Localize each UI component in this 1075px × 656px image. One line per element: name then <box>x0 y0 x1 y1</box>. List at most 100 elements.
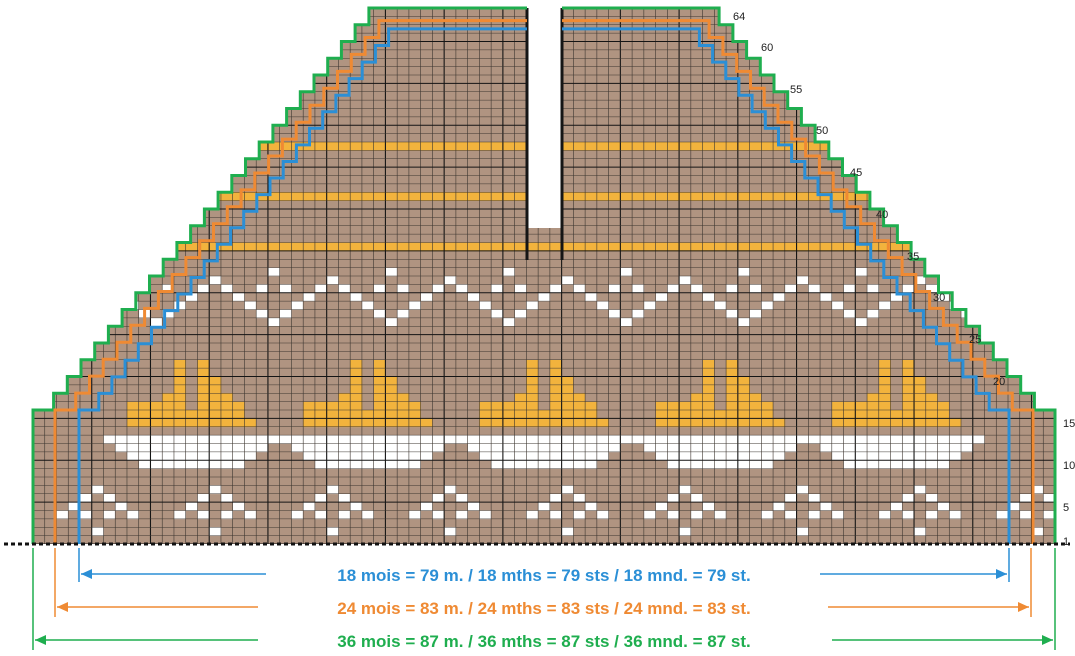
row-label-25: 25 <box>969 334 981 346</box>
stitch-cell <box>831 301 844 310</box>
stitch-cell <box>444 192 457 201</box>
stitch-cell <box>326 418 339 428</box>
stitch-cell <box>643 242 656 252</box>
stitch-cell <box>197 384 210 394</box>
stitch-cell <box>949 510 962 520</box>
stitch-cell <box>749 309 762 319</box>
stitch-cell <box>596 242 609 252</box>
stitch-cell <box>397 435 410 444</box>
stitch-cell <box>314 493 327 503</box>
stitch-cell <box>350 435 363 444</box>
stitch-cell <box>549 368 562 377</box>
stitch-cell <box>303 242 316 252</box>
stitch-cell <box>726 368 739 377</box>
stitch-cell <box>902 435 915 444</box>
stitch-cell <box>726 460 739 469</box>
stitch-cell <box>502 317 515 327</box>
stitch-cell <box>561 443 574 453</box>
stitch-cell <box>162 284 175 294</box>
stitch-cell <box>573 284 586 294</box>
stitch-cell <box>91 276 104 285</box>
stitch-cell <box>103 142 116 151</box>
stitch-cell <box>702 192 715 201</box>
stitch-cell <box>949 418 962 428</box>
stitch-cell <box>338 435 351 444</box>
stitch-cell <box>232 292 245 302</box>
stitch-cell <box>291 242 304 252</box>
stitch-cell <box>514 451 527 461</box>
stitch-cell <box>914 401 927 411</box>
stitch-cell <box>667 443 680 453</box>
stitch-cell <box>44 142 57 151</box>
stitch-cell <box>737 410 750 419</box>
stitch-cell <box>573 410 586 419</box>
stitch-cell <box>867 284 880 294</box>
stitch-cell <box>655 435 668 444</box>
stitch-cell <box>1043 493 1055 503</box>
stitch-cell <box>397 309 410 319</box>
stitch-cell <box>538 418 551 428</box>
stitch-cell <box>655 418 668 428</box>
stitch-cell <box>925 443 938 453</box>
stitch-cell <box>420 418 433 428</box>
stitch-cell <box>291 192 304 201</box>
stitch-cell <box>855 410 868 419</box>
stitch-cell <box>56 242 69 252</box>
stitch-cell <box>491 418 504 428</box>
stitch-cell <box>890 418 903 428</box>
stitch-cell <box>314 510 327 520</box>
stitch-cell <box>220 418 233 428</box>
stitch-cell <box>150 435 163 444</box>
stitch-cell <box>890 435 903 444</box>
stitch-cell <box>526 401 539 411</box>
stitch-cell <box>502 443 515 453</box>
stitch-cell <box>432 142 445 151</box>
stitch-cell <box>373 376 386 386</box>
stitch-cell <box>197 443 210 453</box>
stitch-cell <box>549 401 562 411</box>
stitch-cell <box>138 460 151 469</box>
stitch-cell <box>397 242 410 252</box>
stitch-cell <box>1019 284 1032 294</box>
stitch-cell <box>996 301 1009 310</box>
stitch-cell <box>455 493 468 503</box>
stitch-cell <box>561 410 574 419</box>
stitch-cell <box>314 435 327 444</box>
stitch-cell <box>220 460 233 469</box>
stitch-cell <box>643 435 656 444</box>
stitch-cell <box>843 451 856 461</box>
stitch-cell <box>232 142 245 151</box>
stitch-cell <box>361 435 374 444</box>
stitch-cell <box>326 451 339 461</box>
stitch-cell <box>150 401 163 411</box>
stitch-cell <box>197 368 210 377</box>
row-label-40: 40 <box>876 209 888 221</box>
stitch-cell <box>549 493 562 503</box>
stitch-cell <box>996 510 1009 520</box>
stitch-cell <box>326 401 339 411</box>
stitch-cell <box>784 510 797 520</box>
stitch-cell <box>408 242 421 252</box>
stitch-cell <box>737 401 750 411</box>
stitch-cell <box>314 443 327 453</box>
stitch-cell <box>197 142 210 151</box>
stitch-cell <box>585 451 598 461</box>
stitch-cell <box>961 443 974 453</box>
stitch-cell <box>408 301 421 310</box>
stitch-cell <box>820 292 833 302</box>
stitch-cell <box>373 309 386 319</box>
stitch-cell <box>737 451 750 461</box>
stitch-cell <box>761 510 774 520</box>
row-label-20: 20 <box>993 376 1005 388</box>
stitch-cell <box>232 418 245 428</box>
stitch-cell <box>549 460 562 469</box>
stitch-cell <box>185 142 198 151</box>
stitch-cell <box>173 242 187 252</box>
stitch-cell <box>937 460 950 469</box>
stitch-cell <box>514 192 527 201</box>
stitch-cell <box>91 485 104 495</box>
stitch-cell <box>232 242 245 252</box>
stitch-cell <box>209 410 222 419</box>
stitch-cell <box>996 242 1009 252</box>
stitch-cell <box>33 317 46 327</box>
